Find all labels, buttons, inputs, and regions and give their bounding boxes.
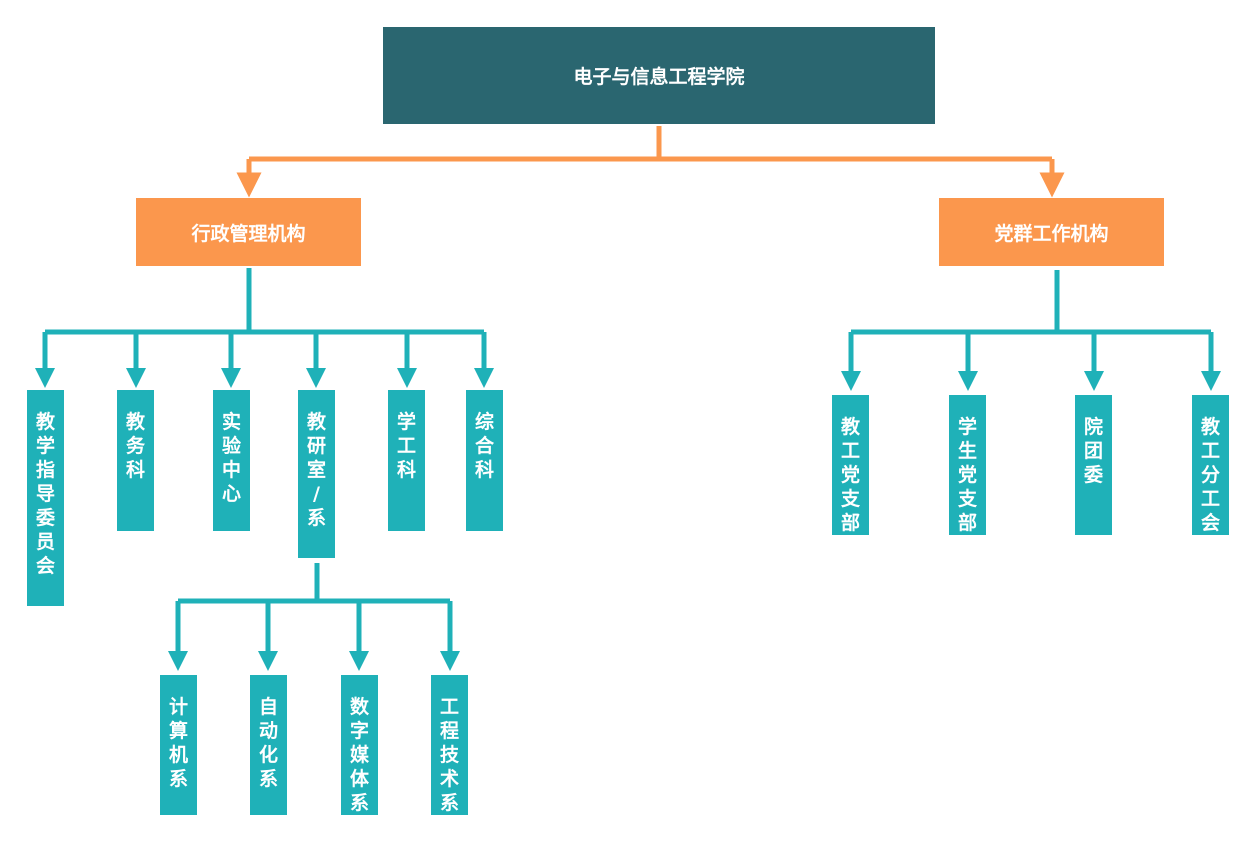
admin-unit-teaching-committee: 教学指导委员会 [27, 390, 64, 606]
unit-label: 工程技术系 [439, 696, 459, 814]
admin-branch-node: 行政管理机构 [136, 198, 361, 266]
root-connector [236, 126, 1065, 198]
unit-label: 计算机系 [168, 696, 188, 790]
unit-label: 实验中心 [221, 411, 241, 505]
admin-unit-lab-center: 实验中心 [213, 390, 250, 531]
unit-label: 教务科 [125, 411, 145, 481]
party-unit-student-branch: 学生党支部 [949, 395, 986, 535]
admin-connector [35, 268, 494, 388]
root-label: 电子与信息工程学院 [573, 66, 745, 88]
unit-label: 自动化系 [258, 696, 278, 790]
admin-unit-student-affairs: 学工科 [388, 390, 425, 531]
party-unit-staff-union: 教工分工会 [1192, 395, 1229, 535]
unit-label: 院团委 [1083, 416, 1103, 486]
unit-label: 教工分工会 [1200, 416, 1220, 534]
department-engineering-technology: 工程技术系 [431, 675, 468, 815]
party-branch-label: 党群工作机构 [994, 222, 1109, 245]
admin-unit-general-office: 综合科 [466, 390, 503, 531]
party-unit-staff-branch: 教工党支部 [832, 395, 869, 535]
department-digital-media: 数字媒体系 [341, 675, 378, 815]
party-unit-youth-league: 院团委 [1075, 395, 1112, 535]
department-connector [168, 563, 460, 671]
admin-unit-academic-affairs: 教务科 [117, 390, 154, 531]
unit-label: 教学指导委员会 [35, 411, 55, 577]
party-branch-node: 党群工作机构 [939, 198, 1164, 266]
unit-label: 教研室/系 [306, 411, 326, 529]
party-connector [841, 270, 1221, 391]
unit-label: 数字媒体系 [349, 696, 369, 814]
unit-label: 教工党支部 [840, 416, 860, 534]
unit-label: 学工科 [396, 411, 416, 481]
root-node: 电子与信息工程学院 [383, 27, 935, 124]
admin-unit-departments: 教研室/系 [298, 390, 335, 558]
unit-label: 学生党支部 [957, 416, 977, 534]
department-computer: 计算机系 [160, 675, 197, 815]
department-automation: 自动化系 [250, 675, 287, 815]
admin-branch-label: 行政管理机构 [191, 222, 306, 245]
unit-label: 综合科 [474, 411, 494, 481]
